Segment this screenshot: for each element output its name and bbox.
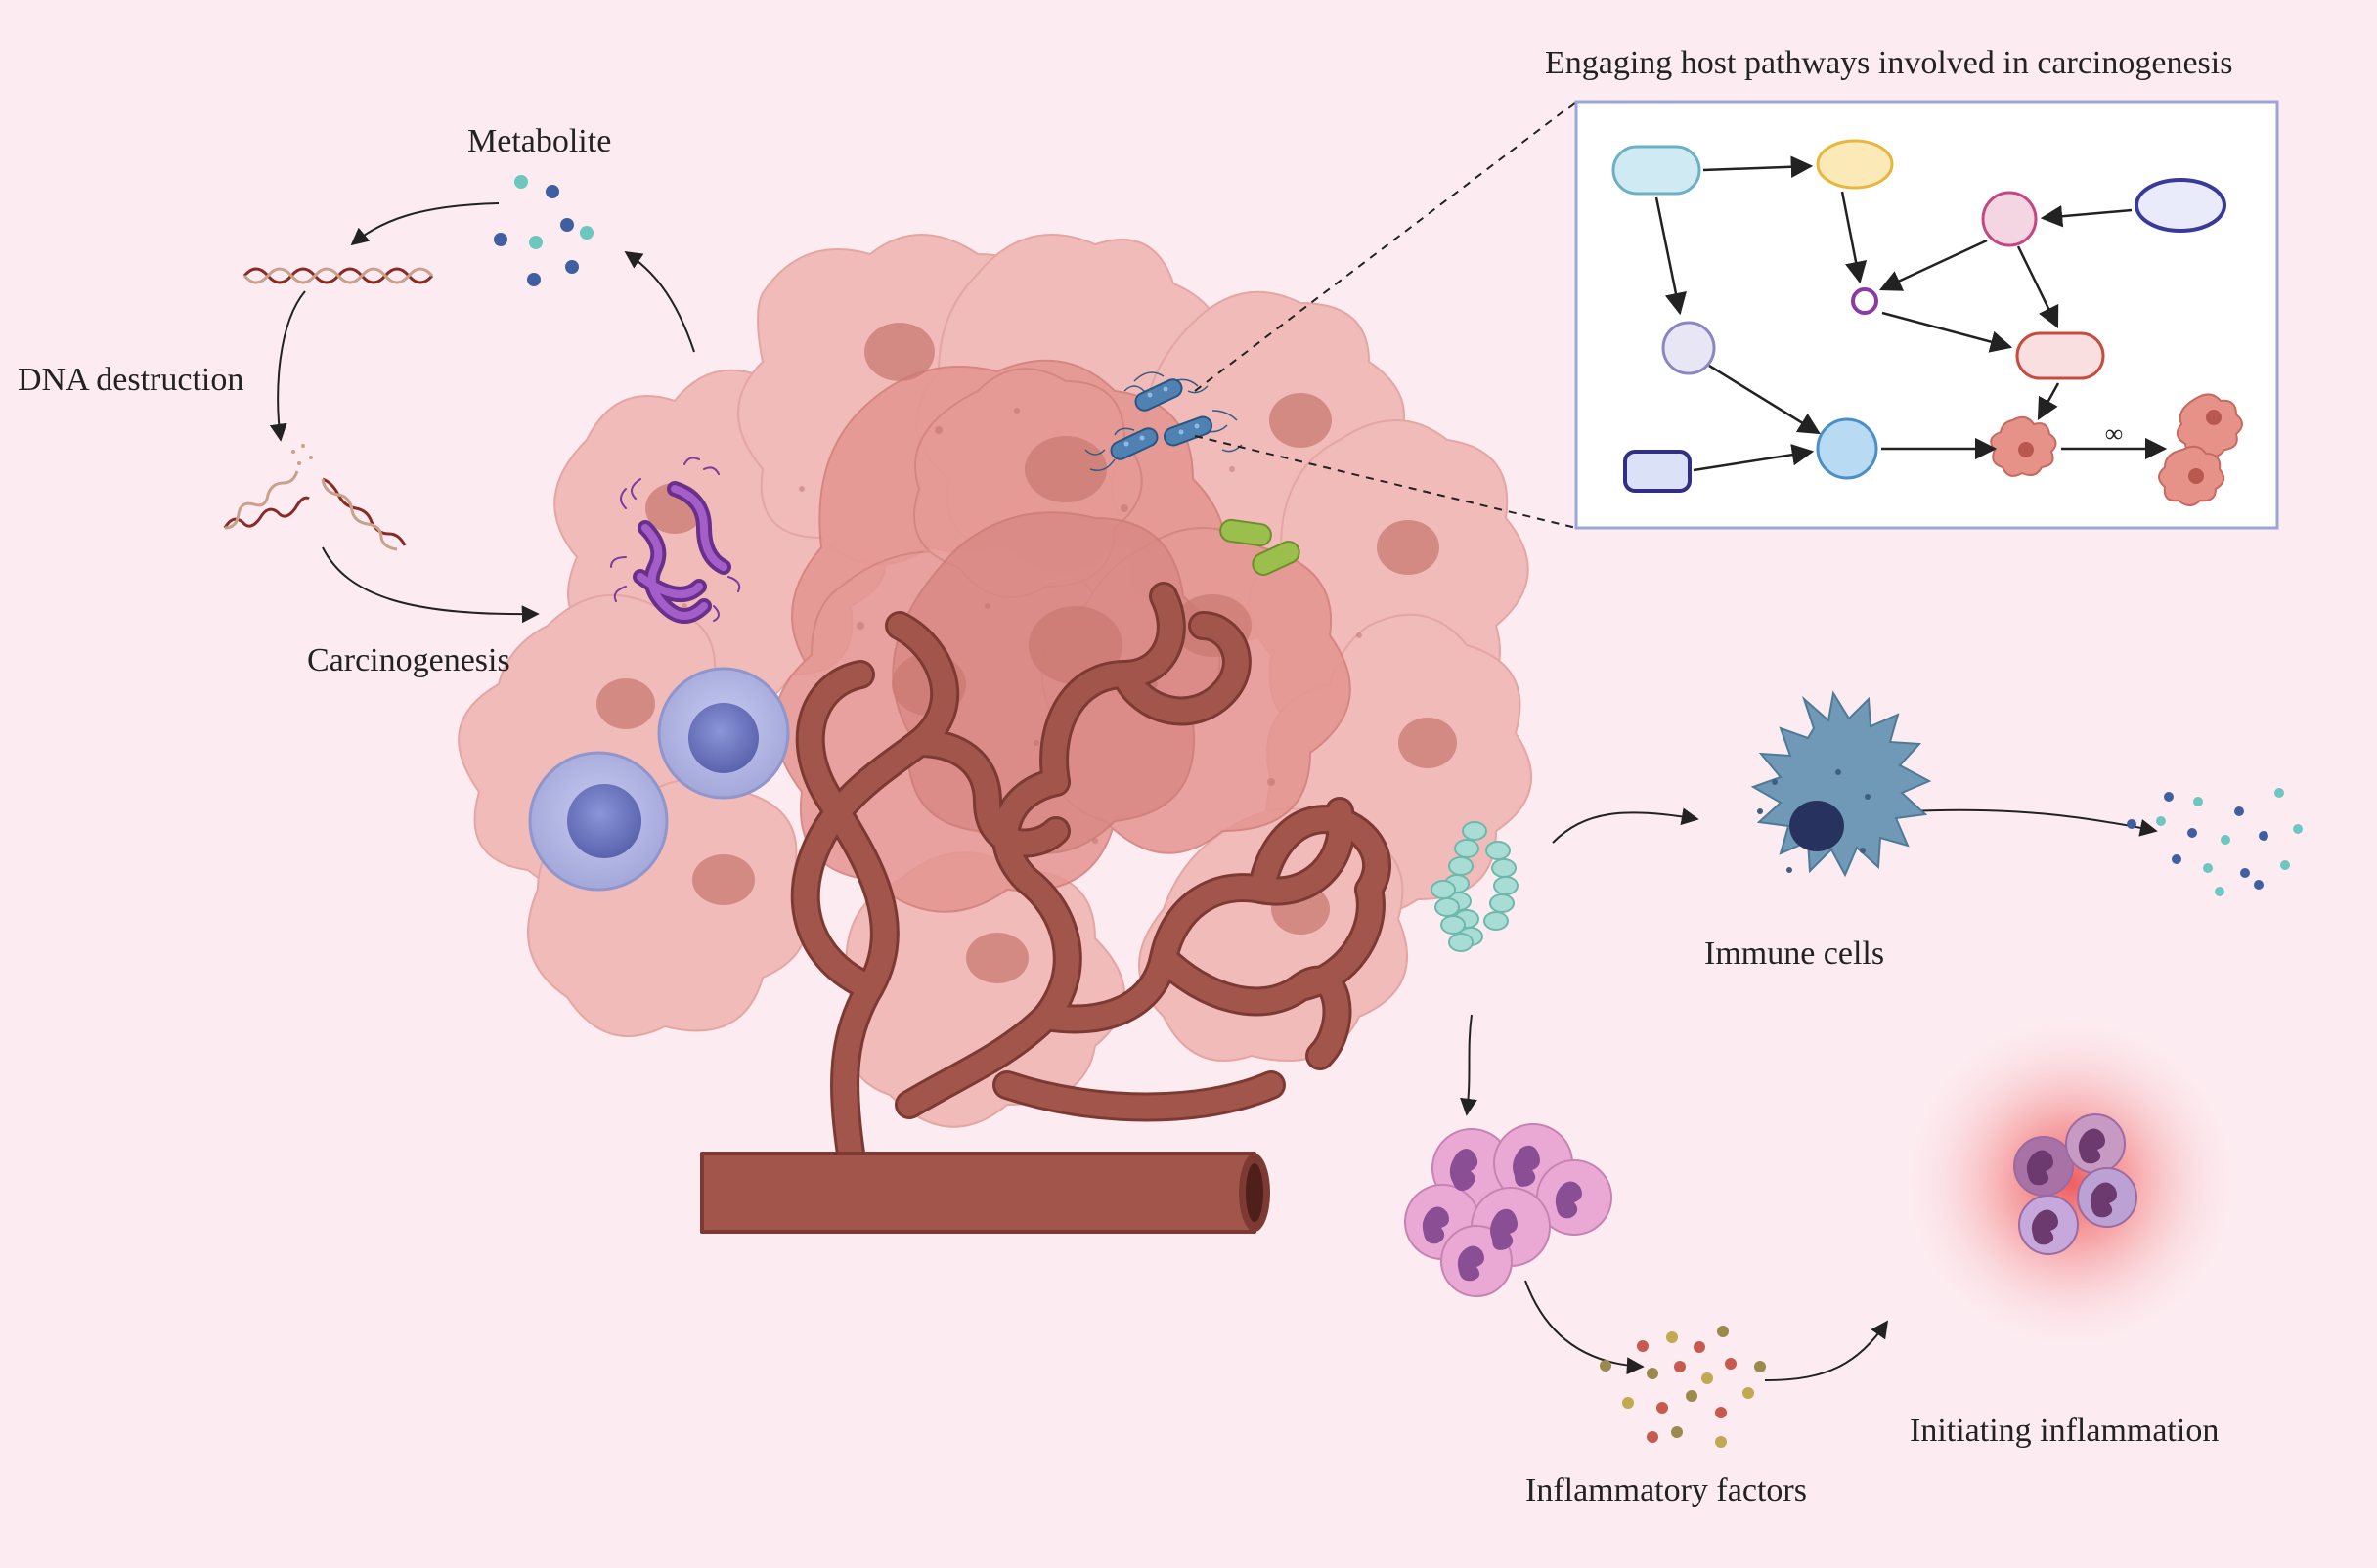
- metabolite-label: Metabolite: [467, 123, 612, 159]
- spiral-bacteria-icon: [610, 457, 741, 624]
- carcinogenesis-label: Carcinogenesis: [307, 642, 510, 678]
- lymphocyte-icon: [528, 667, 790, 892]
- pathway-node: [2015, 331, 2105, 380]
- left-cycle-arrows: [269, 202, 695, 624]
- inflammation-glow: [1895, 1007, 2247, 1359]
- green-bacillus-icon: [1219, 518, 1300, 576]
- pathway-node: [1816, 417, 1878, 480]
- cytokine-particles-icon: [2127, 788, 2303, 896]
- pathway-node: [2135, 178, 2226, 233]
- dendritic-cell-icon: [1750, 690, 1932, 878]
- dna-destruction-label: DNA destruction: [18, 362, 244, 398]
- tumor-mass: [458, 234, 1532, 1128]
- blood-vessel-network: [700, 582, 1391, 1234]
- pathway-node: [1661, 321, 1716, 375]
- dna-double-helix-icon: [242, 267, 434, 284]
- pathway-node: [1816, 139, 1894, 190]
- pathway-zoom-lines: [1194, 101, 1577, 529]
- pathway-node: [1623, 450, 1692, 493]
- initiating-inflammation-label: Initiating inflammation: [1910, 1413, 2220, 1449]
- pathway-box: ∞: [1574, 100, 2279, 530]
- pathway-node: [1611, 145, 1701, 196]
- pathway-node: [1981, 191, 2038, 247]
- infinity-label: ∞: [2105, 419, 2124, 448]
- pathways-title: Engaging host pathways involved in carci…: [1545, 45, 2233, 81]
- streptococcus-chain-icon: [1431, 821, 1519, 952]
- cytokine-particles-icon: [1600, 1326, 1766, 1448]
- rod-bacteria-icon: [1084, 371, 1243, 471]
- pathway-node: [1851, 287, 1878, 315]
- neutrophil-cluster-icon: [1404, 1123, 1612, 1297]
- metabolite-molecules-icon: [494, 175, 594, 286]
- tumor-cell-icon: [1990, 393, 2243, 506]
- broken-dna-icon: [223, 444, 407, 551]
- inflammatory-factors-label: Inflammatory factors: [1525, 1472, 1807, 1508]
- immune-cells-label: Immune cells: [1704, 936, 1885, 972]
